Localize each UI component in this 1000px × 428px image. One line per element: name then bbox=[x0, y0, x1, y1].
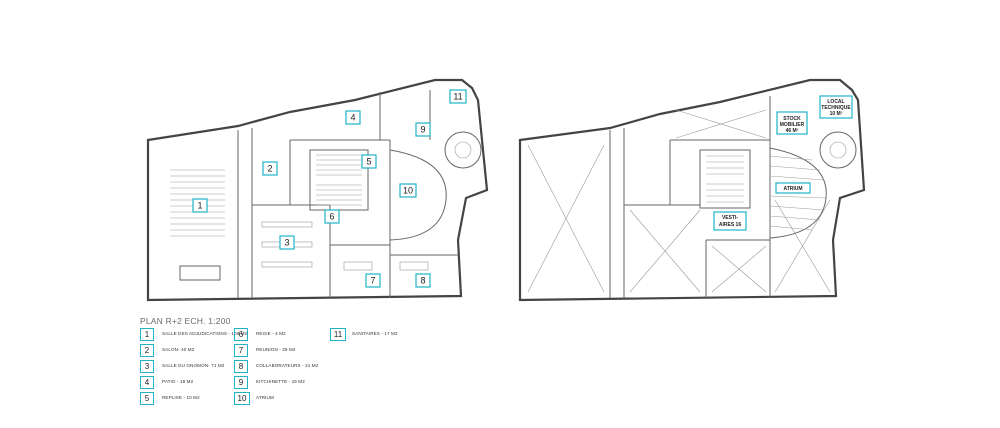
room-marker-5 bbox=[361, 154, 377, 169]
legend-number: 6 bbox=[234, 328, 248, 341]
room-number-7: 7 bbox=[370, 276, 375, 286]
legend-number: 1 bbox=[140, 328, 154, 341]
left-plan-outer-wall bbox=[146, 78, 489, 302]
legend-number: 9 bbox=[234, 376, 248, 389]
legend-label: SALLE DU GNOMON- 71 M2 bbox=[162, 363, 225, 368]
label-local-sub: TECHNIQUE bbox=[821, 105, 851, 111]
staircase bbox=[309, 149, 369, 211]
label-vesti-sub: AIRES 16 bbox=[719, 222, 741, 228]
legend-number: 5 bbox=[140, 392, 154, 405]
room-number-10: 10 bbox=[403, 186, 413, 196]
legend-label: SANITAIRES - 17 M2 bbox=[352, 331, 398, 336]
room-marker-6 bbox=[324, 209, 340, 224]
legend-label: SALON- 40 M2 bbox=[162, 347, 195, 352]
legend-label: REPLISE - 10 M2 bbox=[162, 395, 200, 400]
staircase bbox=[699, 149, 751, 209]
room-number-9: 9 bbox=[420, 125, 425, 135]
spiral-stair bbox=[444, 131, 482, 169]
legend-label: REUNION - 29 M2 bbox=[256, 347, 296, 352]
legend-number: 4 bbox=[140, 376, 154, 389]
label-stock: STOCK bbox=[783, 116, 801, 122]
room-number-4: 4 bbox=[350, 113, 355, 123]
legend-label: SALLE DES ADJUDICATIONS - 108 M2 bbox=[162, 331, 248, 336]
label-atrium: ATRIUM bbox=[783, 186, 802, 192]
legend-number: 8 bbox=[234, 360, 248, 373]
room-number-2: 2 bbox=[267, 164, 272, 174]
room-number-8: 8 bbox=[420, 276, 425, 286]
void-markers bbox=[527, 109, 831, 293]
right-plan: STOCK MOBILIER 46 M² LOCAL TECHNIQUE 10 … bbox=[518, 78, 866, 302]
room-marker-4 bbox=[345, 110, 361, 125]
legend-label: COLLABORATEURS - 21 M2 bbox=[256, 363, 319, 368]
room-marker-3 bbox=[279, 235, 295, 250]
label-stock-area: 46 M² bbox=[786, 128, 799, 134]
label-local-box bbox=[819, 95, 853, 119]
atrium-curve bbox=[389, 149, 447, 241]
stair-steps bbox=[316, 154, 362, 206]
room-number-11: 11 bbox=[453, 92, 462, 102]
label-vesti-box bbox=[713, 211, 747, 231]
legend-number: 10 bbox=[234, 392, 250, 405]
label-local-area: 10 M² bbox=[830, 111, 843, 117]
legend-number: 3 bbox=[140, 360, 154, 373]
label-atrium-box bbox=[775, 182, 811, 194]
room-number-3: 3 bbox=[284, 238, 289, 248]
left-plan: 1 2 3 4 5 6 7 8 9 10 bbox=[146, 78, 489, 302]
auction-desk bbox=[179, 265, 221, 281]
room-marker-1 bbox=[192, 198, 208, 213]
room-markers: 1 2 3 4 5 6 7 8 9 10 bbox=[192, 89, 467, 288]
label-local: LOCAL bbox=[827, 99, 844, 105]
room-marker-9 bbox=[415, 122, 431, 137]
legend-label: REGIE - 4 M2 bbox=[256, 331, 286, 336]
label-stock-box bbox=[776, 111, 808, 135]
legend-label: PATIO - 18 M2 bbox=[162, 379, 194, 384]
plan-title: PLAN R+2 ECH. 1:200 bbox=[140, 316, 231, 326]
spiral-stair bbox=[819, 131, 857, 169]
legend-number: 2 bbox=[140, 344, 154, 357]
room-marker-7 bbox=[365, 273, 381, 288]
legend-label: ATRIUM bbox=[256, 395, 274, 400]
room-number-1: 1 bbox=[197, 201, 202, 211]
legend-number: 7 bbox=[234, 344, 248, 357]
room-marker-2 bbox=[262, 161, 278, 176]
room-marker-8 bbox=[415, 273, 431, 288]
room-number-6: 6 bbox=[329, 212, 334, 222]
right-plan-outer-wall bbox=[518, 78, 866, 302]
label-stock-sub: MOBILIER bbox=[780, 122, 805, 128]
desk bbox=[399, 261, 429, 271]
label-vesti: VESTI- bbox=[722, 215, 738, 221]
room-number-5: 5 bbox=[366, 157, 371, 167]
legend-label: KITCHINETTE - 16 M2 bbox=[256, 379, 305, 384]
room-marker-10 bbox=[399, 183, 417, 198]
legend-number: 11 bbox=[330, 328, 346, 341]
meeting-table bbox=[343, 261, 373, 271]
room-marker-11 bbox=[449, 89, 467, 104]
